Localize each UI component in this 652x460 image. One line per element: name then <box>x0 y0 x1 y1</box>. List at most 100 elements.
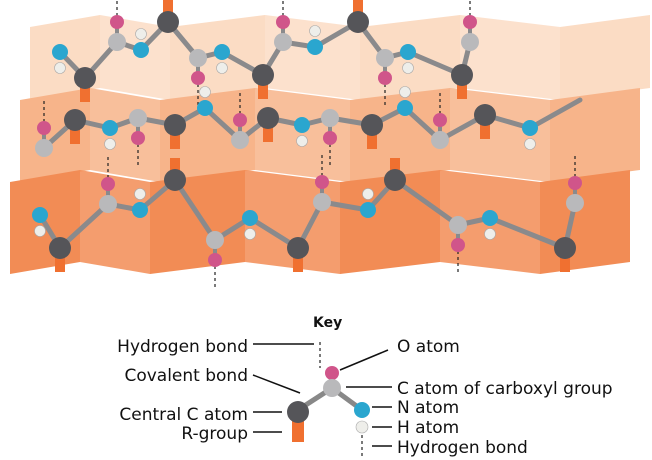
n-atom <box>102 120 118 136</box>
o-atom <box>37 121 51 135</box>
central-c-atom <box>64 109 86 131</box>
central-c-atom <box>287 237 309 259</box>
r-group <box>170 133 180 149</box>
sheet-panel <box>350 88 450 182</box>
central-c-atom <box>257 107 279 129</box>
carboxyl-c-atom <box>189 49 207 67</box>
h-atom <box>244 228 256 240</box>
key-h-atom <box>355 420 369 434</box>
n-atom <box>132 202 148 218</box>
o-atom <box>463 15 477 29</box>
label-r-group: R-group <box>181 424 248 444</box>
central-c-atom <box>74 67 96 89</box>
atoms <box>32 0 584 272</box>
carboxyl-c-atom <box>313 193 331 211</box>
carboxyl-c-atom <box>431 131 449 149</box>
r-group <box>293 256 303 272</box>
central-c-atom <box>252 64 274 86</box>
carboxyl-c-atom <box>566 194 584 212</box>
sheet-panel <box>90 88 160 182</box>
r-group <box>170 158 180 174</box>
h-atom <box>104 138 116 150</box>
n-atom <box>307 39 323 55</box>
covalent-bond <box>392 177 461 228</box>
central-c-atom <box>347 11 369 33</box>
r-group <box>80 86 90 102</box>
r-group <box>55 256 65 272</box>
n-atom <box>397 100 413 116</box>
h-atom <box>309 25 321 37</box>
key-o-atom <box>325 366 339 380</box>
o-atom <box>208 253 222 267</box>
h-atom <box>54 62 66 74</box>
h-atom <box>402 62 414 74</box>
o-atom <box>131 131 145 145</box>
label-c-atom-carboxyl: C atom of carboxyl group <box>397 379 613 399</box>
n-atom <box>294 117 310 133</box>
covalent-bond <box>172 177 218 243</box>
label-covalent-bond: Covalent bond <box>124 366 248 386</box>
label-o-atom: O atom <box>397 337 460 357</box>
covalent-bond <box>527 97 583 131</box>
carboxyl-c-atom <box>376 49 394 67</box>
r-group <box>353 0 363 16</box>
carboxyl-c-atom <box>206 231 224 249</box>
h-atom <box>362 188 374 200</box>
h-atom <box>34 225 46 237</box>
sheet-panel <box>80 170 150 274</box>
hydrogen-bonds <box>43 0 576 288</box>
sheet-panel <box>540 170 630 274</box>
key-n-atom <box>354 402 370 418</box>
label-h-atom: H atom <box>397 418 459 438</box>
sheet-panel <box>160 88 255 182</box>
carboxyl-c-atom <box>108 33 126 51</box>
r-group <box>457 83 467 99</box>
label-n-atom: N atom <box>397 398 459 418</box>
o-atom <box>101 177 115 191</box>
carboxyl-c-atom <box>449 216 467 234</box>
carboxyl-c-atom <box>99 195 117 213</box>
o-atom <box>323 131 337 145</box>
r-group <box>480 123 490 139</box>
h-atom <box>216 62 228 74</box>
r-group <box>263 126 273 142</box>
carboxyl-c-atom <box>321 109 339 127</box>
central-c-atom <box>554 237 576 259</box>
key-c-atom <box>323 379 341 397</box>
central-c-atom <box>49 237 71 259</box>
o-atom <box>110 15 124 29</box>
label-central-c-atom: Central C atom <box>119 405 248 425</box>
central-c-atom <box>164 169 186 191</box>
covalent-bond <box>487 215 568 251</box>
n-atom <box>242 210 258 226</box>
h-atom <box>134 188 146 200</box>
r-group <box>258 83 268 99</box>
r-group <box>390 158 400 174</box>
n-atom <box>197 100 213 116</box>
o-atom <box>378 71 392 85</box>
key-central-c-atom <box>287 401 309 423</box>
r-group <box>560 256 570 272</box>
h-atom <box>524 138 536 150</box>
h-atom <box>399 86 411 98</box>
sheet-panel <box>450 88 550 182</box>
r-group <box>70 128 80 144</box>
central-c-atom <box>164 114 186 136</box>
h-atom <box>484 228 496 240</box>
central-c-atom <box>384 169 406 191</box>
central-c-atom <box>451 64 473 86</box>
o-atom <box>433 113 447 127</box>
n-atom <box>214 44 230 60</box>
key-title: Key <box>313 315 342 331</box>
o-atom <box>568 176 582 190</box>
carboxyl-c-atom <box>274 33 292 51</box>
carboxyl-c-atom <box>129 109 147 127</box>
n-atom <box>52 44 68 60</box>
n-atom <box>32 207 48 223</box>
h-atom <box>135 28 147 40</box>
key: Key Hydrogen bond Covalent bond Central … <box>117 315 613 458</box>
sheet-panel <box>460 15 560 100</box>
r-group <box>163 0 173 16</box>
central-c-atom <box>157 11 179 33</box>
